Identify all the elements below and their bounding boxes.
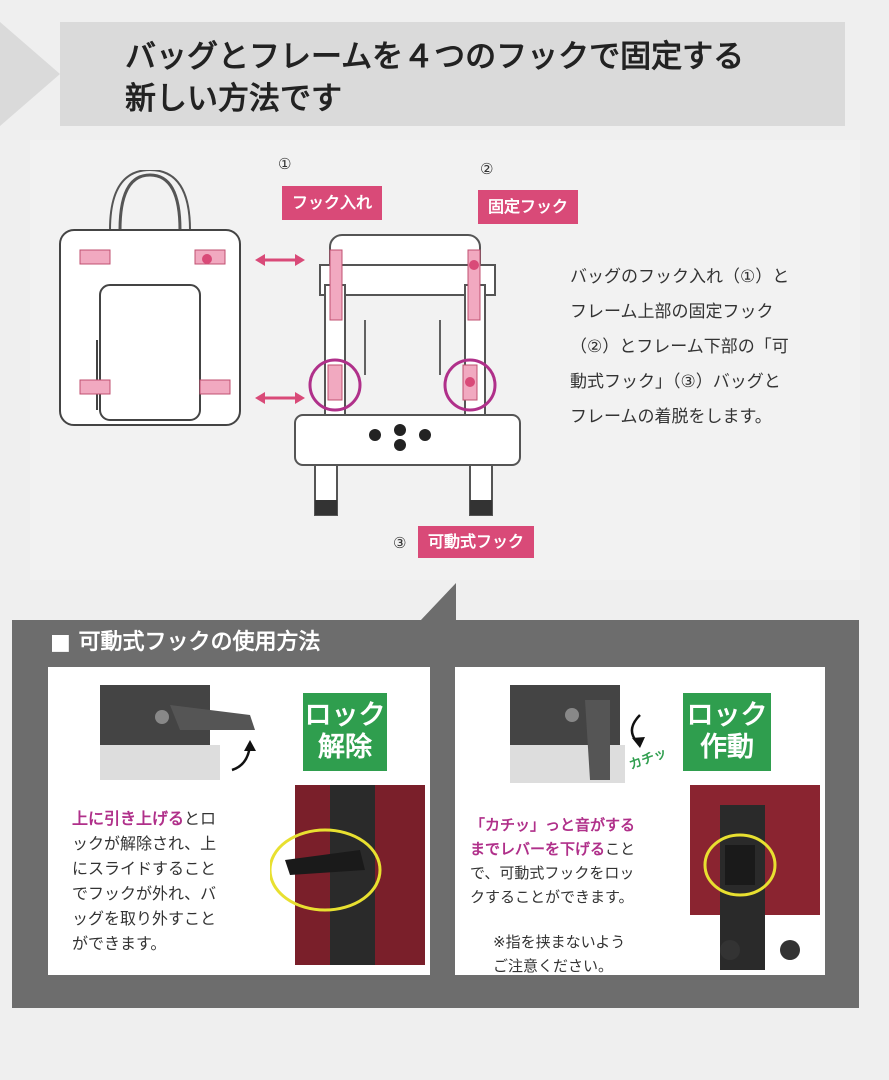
unlock-photo [270,785,425,965]
marker-1: ① [278,155,292,173]
banner-notch [0,22,60,126]
desc-line-1: バッグのフック入れ（①）と [570,267,790,287]
lock-highlight-1: 「カチッ」っと音がする [470,816,636,834]
lock-text-rest: こと [605,840,636,858]
lock-line-4: クすることができます。 [470,888,634,906]
bag-illustration [59,170,241,426]
lock-lever-illustration [510,685,645,783]
caution-note: ※指を挟まないよう ご注意ください。 [493,930,683,978]
tag-hook-insert: フック入れ [282,186,383,220]
badge-unlock: ロック 解除 [303,693,387,771]
badge-lock-line2: 作動 [700,732,754,763]
tag-movable-hook: 可動式フック [418,526,535,558]
section-title: ■ 可動式フックの使用方法 [50,630,321,655]
title-banner [0,22,845,126]
lock-line-3: で、可動式フックをロッ [470,864,635,882]
badge-unlock-line2: 解除 [318,732,372,763]
unlock-text-rest: とロ [184,809,217,828]
badge-lock: ロック 作動 [683,693,771,771]
double-arrow-icon [255,252,305,266]
badge-unlock-line1: ロック [304,700,386,731]
title-line-1: バッグとフレームを４つのフックで固定する [125,39,745,75]
unlock-line-2: ックが解除され、上 [72,834,217,853]
desc-line-5: フレームの着脱をします。 [570,407,772,427]
lock-instructions: 「カチッ」っと音がする までレバーを下げること で、可動式フックをロッ クするこ… [470,813,680,909]
marker-3: ③ [393,534,407,552]
badge-lock-line1: ロック [686,700,768,731]
desc-line-3: （②）とフレーム下部の「可 [570,337,789,357]
unlock-line-5: ッグを取り外すこと [72,909,217,928]
double-arrow-icon [255,390,305,404]
page-title: バッグとフレームを４つのフックで固定する 新しい方法です [125,36,744,120]
desc-line-4: 動式フック」（③）バッグと [570,372,781,392]
title-line-2: 新しい方法です [125,81,342,117]
desc-line-2: フレーム上部の固定フック [570,302,774,322]
caution-line-1: ※指を挟まないよう [493,933,626,951]
unlock-line-6: ができます。 [72,934,167,953]
marker-2: ② [480,160,494,178]
unlock-highlight: 上に引き上げる [72,809,185,828]
unlock-instructions: 上に引き上げるとロ ックが解除され、上 にスライドすること でフックが外れ、バ … [72,806,264,956]
diagram-description: バッグのフック入れ（①）と フレーム上部の固定フック （②）とフレーム下部の「可… [570,260,840,435]
unlock-line-3: にスライドすること [72,859,217,878]
tag-fixed-hook: 固定フック [478,190,579,224]
speech-pointer [420,583,456,621]
unlock-lever-illustration [100,685,256,780]
unlock-line-4: でフックが外れ、バ [72,884,217,903]
caution-line-2: ご注意ください。 [493,957,614,975]
lock-photo [690,785,820,970]
frame-illustration [294,234,521,516]
lock-highlight-2: までレバーを下げる [470,840,606,858]
